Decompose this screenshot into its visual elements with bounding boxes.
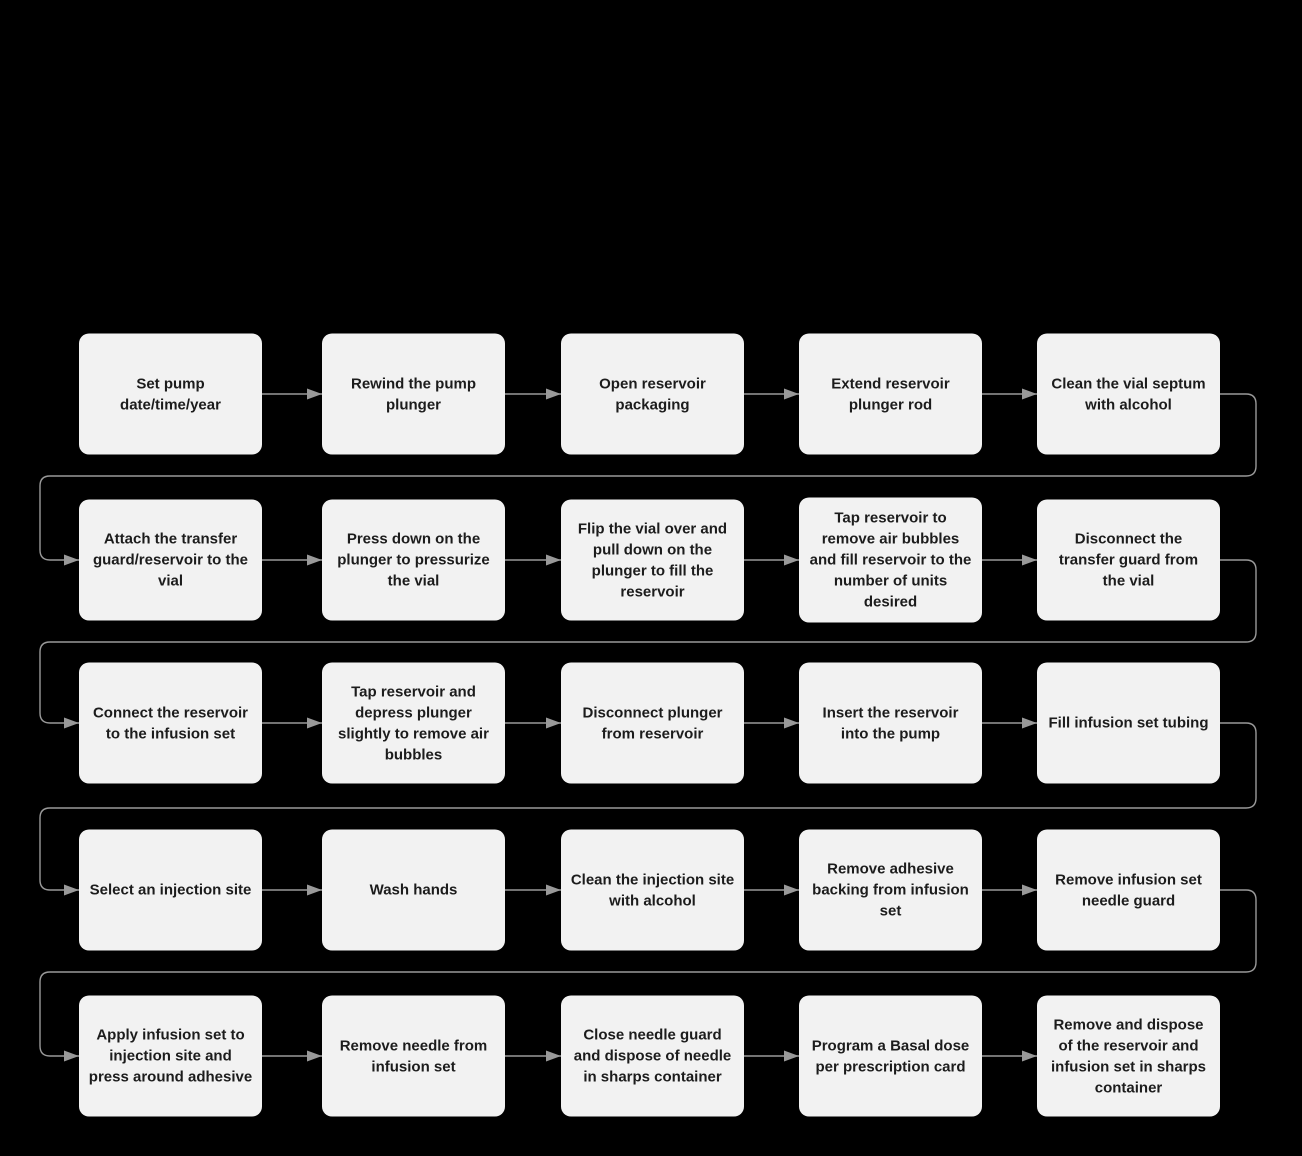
step-flip-vial-fill-reservoir: Flip the vial over and pull down on the … (561, 499, 744, 621)
step-insert-reservoir-into-pump: Insert the reservoir into the pump (799, 662, 982, 784)
step-close-needle-guard-dispose: Close needle guard and dispose of needle… (561, 995, 744, 1117)
step-apply-infusion-set: Apply infusion set to injection site and… (79, 995, 262, 1117)
wrap-arrow-r2-r3 (39, 559, 1257, 729)
step-attach-transfer-guard: Attach the transfer guard/reservoir to t… (79, 499, 262, 621)
step-clean-vial-septum: Clean the vial septum with alcohol (1037, 333, 1220, 455)
step-select-injection-site: Select an injection site (79, 829, 262, 951)
step-remove-needle-guard: Remove infusion set needle guard (1037, 829, 1220, 951)
step-tap-reservoir-remove-bubbles: Tap reservoir and depress plunger slight… (322, 662, 505, 784)
step-dispose-reservoir-infusion-set: Remove and dispose of the reservoir and … (1037, 995, 1220, 1117)
step-tap-reservoir-fill-units: Tap reservoir to remove air bubbles and … (799, 497, 982, 623)
step-clean-injection-site: Clean the injection site with alcohol (561, 829, 744, 951)
step-rewind-pump-plunger: Rewind the pump plunger (322, 333, 505, 455)
step-program-basal-dose: Program a Basal dose per prescription ca… (799, 995, 982, 1117)
step-set-pump-date: Set pump date/time/year (79, 333, 262, 455)
step-pressurize-vial: Press down on the plunger to pressurize … (322, 499, 505, 621)
step-wash-hands: Wash hands (322, 829, 505, 951)
step-open-reservoir-packaging: Open reservoir packaging (561, 333, 744, 455)
wrap-arrow-r1-r2 (39, 393, 1257, 566)
step-remove-adhesive-backing: Remove adhesive backing from infusion se… (799, 829, 982, 951)
step-connect-reservoir-infusion-set: Connect the reservoir to the infusion se… (79, 662, 262, 784)
step-extend-reservoir-plunger-rod: Extend reservoir plunger rod (799, 333, 982, 455)
step-remove-needle: Remove needle from infusion set (322, 995, 505, 1117)
step-disconnect-transfer-guard: Disconnect the transfer guard from the v… (1037, 499, 1220, 621)
step-disconnect-plunger: Disconnect plunger from reservoir (561, 662, 744, 784)
wrap-arrow-r4-r5 (39, 889, 1257, 1062)
wrap-arrow-r3-r4 (39, 722, 1257, 896)
step-fill-infusion-set-tubing: Fill infusion set tubing (1037, 662, 1220, 784)
